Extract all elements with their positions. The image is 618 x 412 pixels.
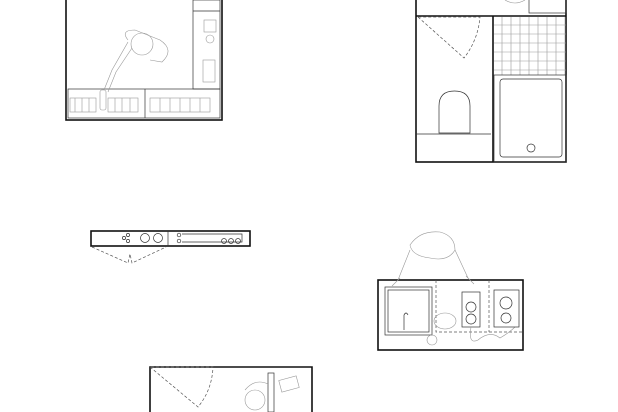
door-swing [91, 246, 167, 264]
side-bookshelf [192, 0, 221, 90]
door-swing [417, 16, 481, 59]
bathroom-walls [415, 0, 567, 163]
person-writing-sketch [244, 375, 300, 411]
books [69, 19, 217, 113]
desk-room-plan [149, 366, 313, 412]
shower-drain [526, 143, 536, 153]
bottom-bookshelf [67, 88, 221, 119]
toilet [438, 90, 471, 134]
hob [493, 289, 520, 328]
shower-tray-outer [493, 74, 567, 163]
shower-tray [499, 78, 563, 158]
person-cooking-sketch [391, 231, 475, 287]
study-walls [65, 0, 223, 121]
sink-basin [387, 289, 430, 333]
door-swing [149, 366, 214, 408]
washbasin [528, 0, 567, 14]
power-cable [470, 326, 516, 342]
desk [267, 372, 275, 412]
kitchen-plan [377, 231, 524, 351]
cabinet [90, 230, 251, 247]
cabinet-plan [90, 230, 251, 264]
kitchen-counter [377, 279, 524, 351]
cup [426, 334, 438, 346]
sink-outer [384, 286, 433, 336]
bathroom-plan [415, 0, 567, 163]
room-walls [149, 366, 313, 412]
appliance [461, 291, 481, 328]
tiled-floor [494, 17, 566, 75]
faucet [403, 312, 409, 330]
study-plan [65, 0, 223, 121]
plate [433, 312, 457, 330]
person-reading-sketch [99, 29, 169, 111]
